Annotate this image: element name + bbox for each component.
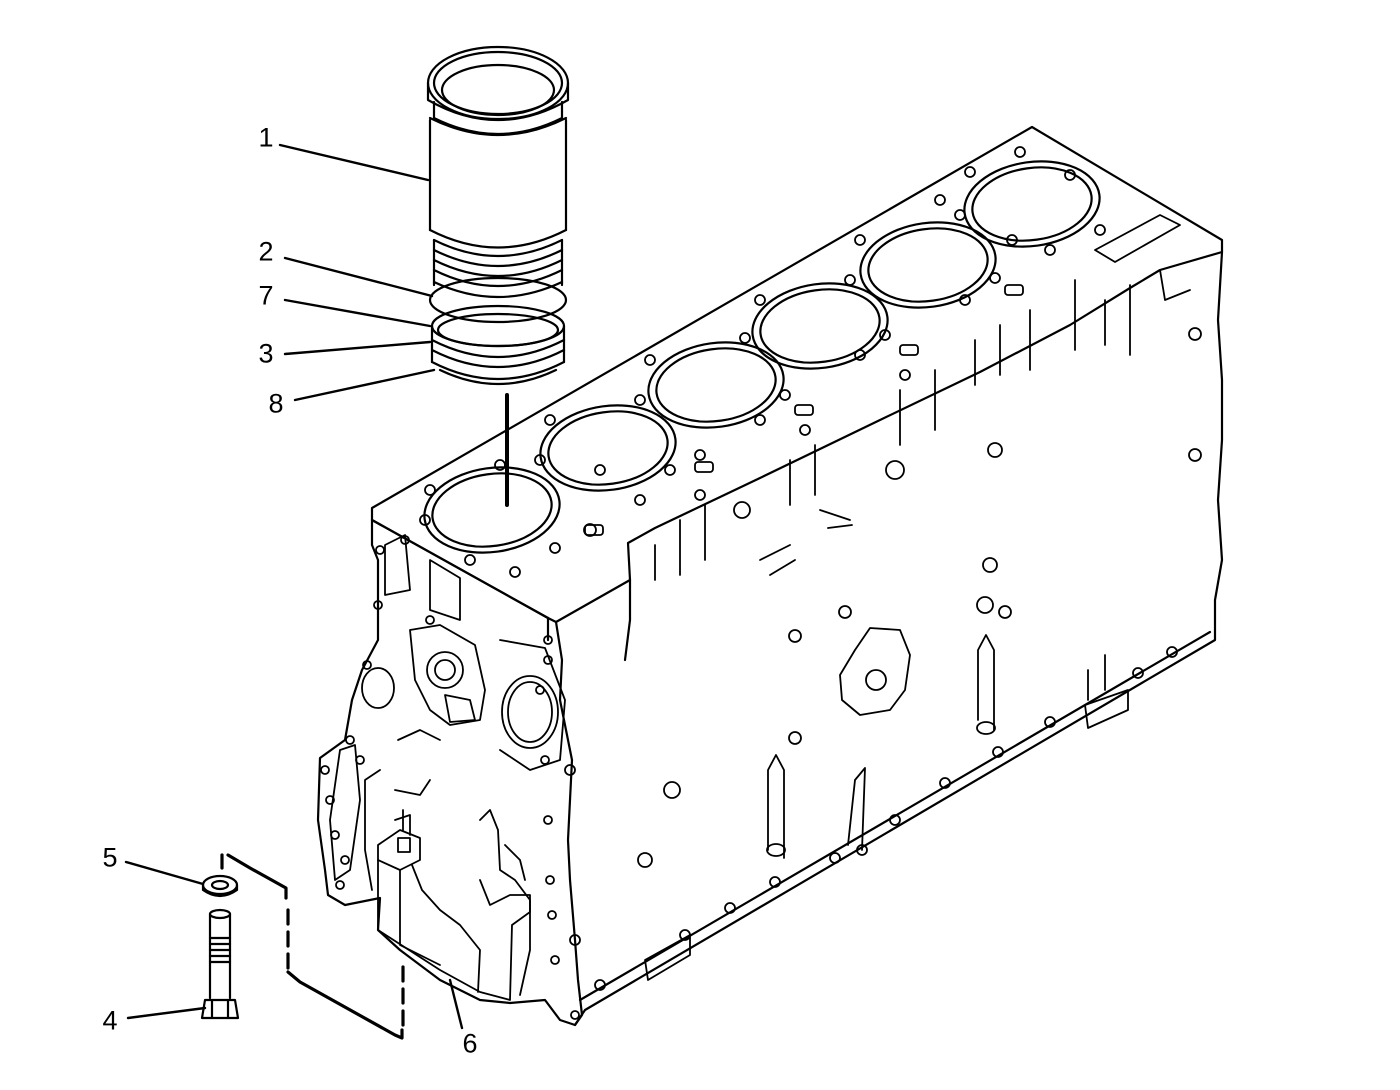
assembly-path xyxy=(220,853,405,1040)
block-front-face xyxy=(316,518,584,1027)
callout-3: 3 xyxy=(258,338,274,369)
block-side-details xyxy=(594,269,1202,991)
leader-2 xyxy=(283,256,434,298)
washer xyxy=(201,874,239,898)
block-side-bottom xyxy=(573,250,1224,1027)
block-deck-outline xyxy=(370,125,1224,624)
callout-7: 7 xyxy=(258,280,274,311)
callout-5: 5 xyxy=(102,842,118,873)
cylinder-bores xyxy=(423,160,1101,554)
block-front-details xyxy=(320,534,581,1020)
seal-rings xyxy=(428,276,568,386)
callout-8: 8 xyxy=(268,388,284,419)
deck-holes xyxy=(419,146,1106,578)
leader-6 xyxy=(448,978,464,1030)
leader-4 xyxy=(126,1006,207,1020)
main-bearing-cap xyxy=(377,809,531,1001)
leader-1 xyxy=(278,143,430,182)
callout-4: 4 xyxy=(102,1005,118,1036)
callout-1: 1 xyxy=(258,122,274,153)
bolt xyxy=(200,908,240,1020)
callout-2: 2 xyxy=(258,236,274,267)
leader-8 xyxy=(293,368,436,402)
leader-3 xyxy=(283,340,432,356)
callout-6: 6 xyxy=(462,1028,478,1059)
deck-slots xyxy=(584,214,1181,536)
leader-5 xyxy=(124,860,205,886)
engine-block xyxy=(316,125,1224,1027)
cylinder-liner xyxy=(426,45,570,299)
leader-7 xyxy=(283,298,432,328)
leader-lines xyxy=(124,143,464,1030)
